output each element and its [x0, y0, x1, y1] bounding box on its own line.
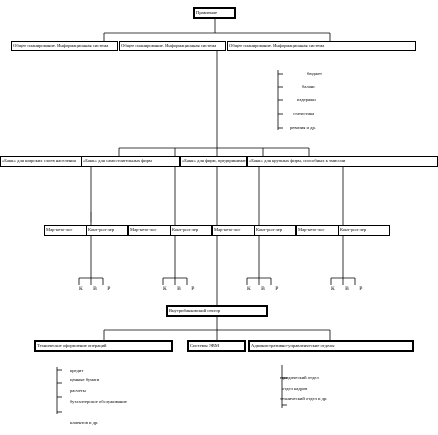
tech-function-clients: клиентов и др.	[70, 420, 99, 425]
board-node: Правление	[193, 7, 236, 19]
plan-function-budget: бюджет	[307, 71, 323, 76]
level1-node-2: Общее планирование. Информационная систе…	[119, 41, 226, 51]
admin-function-technical: технический отдел и др.	[280, 396, 328, 401]
plan-function-costs: издержки	[297, 97, 316, 102]
marketer-node-2: Мар-кето-лог	[128, 225, 171, 236]
plan-function-audit: ревизия и др.	[290, 125, 316, 130]
controller-node-4: Конт-рол-лер	[338, 225, 390, 236]
tech-function-securities: ценные бумаги	[70, 377, 100, 382]
segment-node-1: «Банк» для широких слоев населения	[0, 156, 82, 167]
marketer-node-3: Мар-кето-лог	[212, 225, 255, 236]
kvp-label-2: К В Р	[163, 286, 199, 292]
controller-node-3: Конт-рол-лер	[254, 225, 296, 236]
segment-node-2: «Банк» для самостоятельных фирм	[81, 156, 180, 167]
kvp-label-3: К В Р	[247, 286, 283, 292]
admin-function-hr: отдел кадров	[282, 386, 308, 391]
controller-node-2: Конт-рол-лер	[170, 225, 212, 236]
admin-departments-node: Административно-управленческие отделы	[248, 340, 414, 352]
kvp-label-4: К В Р	[331, 286, 367, 292]
controller-node-1: Конт-рол-лер	[86, 225, 128, 236]
plan-function-balance: баланс	[302, 84, 316, 89]
tech-function-credit: кредит	[70, 368, 84, 373]
kvp-label-1: К В Р	[79, 286, 115, 292]
admin-function-legal: юридический отдел	[280, 375, 319, 380]
computer-systems-node: Системы ЭВМ	[187, 340, 246, 352]
marketer-node-4: Мар-кето-лог	[296, 225, 339, 236]
tech-function-payments: расчеты	[70, 388, 86, 393]
plan-function-statistics: статистика	[293, 111, 315, 116]
internal-sector-node: Внутрибанковский сектор	[166, 305, 268, 317]
level1-node-3: Общее планирование. Информационная систе…	[227, 41, 416, 51]
segment-node-4: «Банк» для крупных фирм, способных к эми…	[247, 156, 438, 167]
segment-node-3: «Банк» для фирм, предпринимателей	[180, 156, 247, 167]
level1-node-1: Общее планирование. Информационная систе…	[11, 41, 118, 51]
tech-operations-node: Техническое оформление операций	[34, 340, 173, 352]
tech-function-accounting: бухгалтерское обслуживание	[70, 399, 127, 404]
marketer-node-1: Мар-кето-лог	[44, 225, 87, 236]
